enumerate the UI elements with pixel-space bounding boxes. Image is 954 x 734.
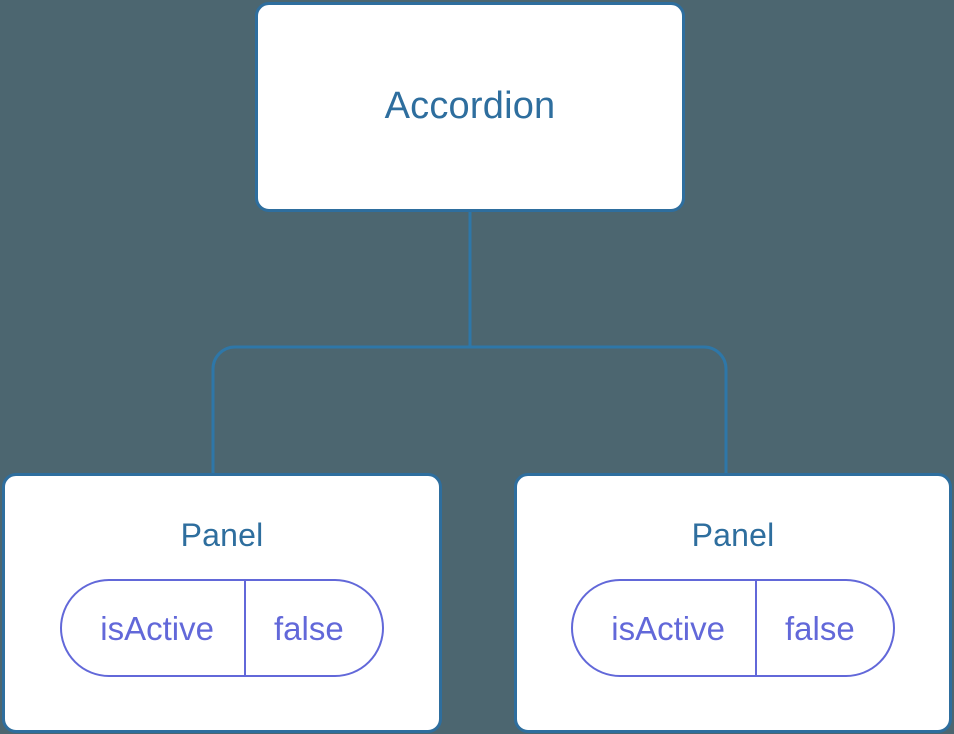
node-panel-1[interactable]: Panel isActive false bbox=[514, 473, 952, 733]
prop-key-isactive-1: isActive bbox=[573, 581, 757, 676]
prop-key-isactive-0: isActive bbox=[62, 581, 246, 676]
connector-branch-right bbox=[470, 345, 728, 474]
node-panel-1-label: Panel bbox=[691, 517, 775, 553]
prop-pill-isactive-1[interactable]: isActive false bbox=[571, 579, 895, 678]
node-panel-0-label: Panel bbox=[180, 517, 264, 553]
node-panel-0[interactable]: Panel isActive false bbox=[2, 473, 442, 733]
prop-value-isactive-0: false bbox=[273, 609, 344, 647]
connector-branch-left bbox=[211, 345, 470, 474]
node-accordion-label: Accordion bbox=[384, 85, 556, 128]
prop-value-isactive-1: false bbox=[784, 609, 855, 647]
node-accordion[interactable]: Accordion bbox=[255, 2, 685, 212]
prop-pill-isactive-0[interactable]: isActive false bbox=[60, 579, 384, 678]
